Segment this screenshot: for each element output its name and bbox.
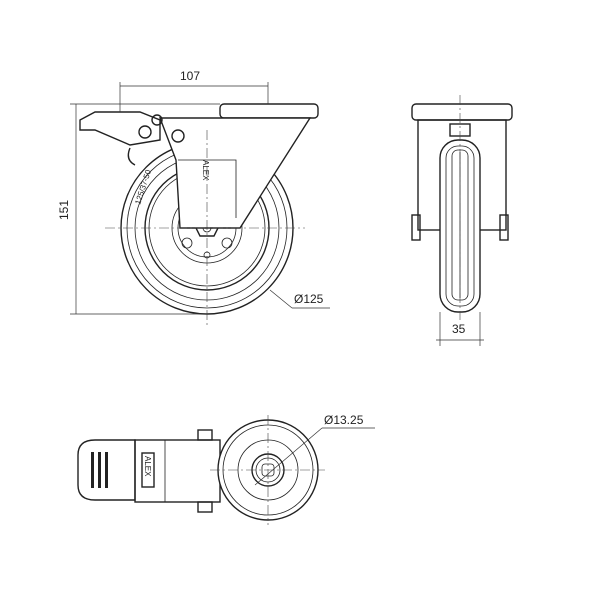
bolt-hole-label: Ø13.25 bbox=[324, 413, 364, 427]
dimension-height: 151 bbox=[57, 103, 220, 315]
dimension-wheel-width: 35 bbox=[436, 312, 484, 346]
brake-lever bbox=[79, 111, 185, 166]
brand-side-marking: ALEX bbox=[201, 160, 210, 181]
side-view: 125/37-50 ALEX 107 151 Ø125 bbox=[57, 69, 330, 325]
top-plate bbox=[219, 103, 319, 119]
dimension-width-label: 107 bbox=[180, 69, 200, 83]
wheel-width-label: 35 bbox=[452, 322, 466, 336]
fork-side bbox=[158, 103, 319, 229]
dimension-wheel-diameter: Ø125 bbox=[269, 289, 330, 309]
top-view: ALEX Ø13.25 bbox=[77, 413, 375, 525]
top-plate-front bbox=[411, 103, 513, 121]
tyre-size-marking: 125/37-50 bbox=[133, 168, 153, 206]
front-view: 35 bbox=[411, 95, 513, 346]
dimension-bolt-hole: Ø13.25 bbox=[254, 413, 375, 486]
dimension-width: 107 bbox=[119, 69, 269, 112]
wheel-diameter-label: Ø125 bbox=[294, 292, 324, 306]
dimension-height-label: 151 bbox=[57, 200, 71, 220]
brand-top-marking: ALEX bbox=[143, 456, 152, 477]
